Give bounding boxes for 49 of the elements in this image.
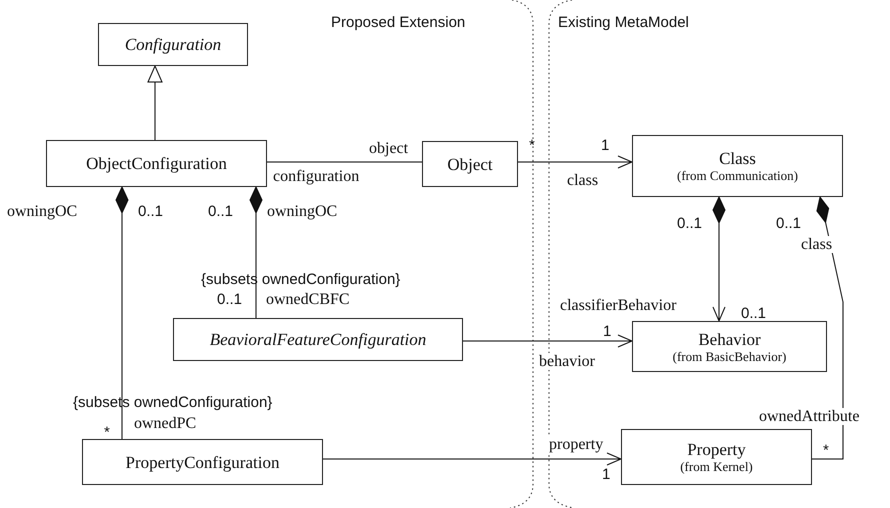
class-name: BeavioralFeatureConfiguration	[210, 330, 426, 349]
role-name: owningOC	[6, 203, 78, 220]
class-name: ObjectConfiguration	[86, 154, 227, 173]
class-name: Behavior	[698, 330, 761, 348]
association-arrow	[518, 156, 632, 168]
multiplicity: 0..1	[676, 215, 704, 232]
class-box	[632, 135, 843, 197]
class-name: Property	[687, 440, 746, 459]
composition-line	[116, 186, 128, 440]
class-name: PropertyConfiguration	[126, 452, 280, 472]
class-box	[422, 141, 518, 187]
multiplicity: *	[528, 137, 536, 154]
class-box	[46, 140, 267, 187]
multiplicity: 0..1	[216, 291, 244, 308]
class-box	[621, 429, 812, 485]
composition-line	[812, 196, 844, 460]
class-name: Configuration	[124, 35, 222, 54]
multiplicity: 0..1	[775, 215, 802, 232]
role-name: behavior	[538, 353, 596, 370]
abstract-class-box	[173, 318, 463, 361]
class-name: Class	[719, 149, 756, 168]
multiplicity: 1	[601, 466, 612, 483]
composition-arrow	[712, 196, 726, 322]
package-note: (from BasicBehavior)	[672, 348, 786, 364]
abstract-class-box	[98, 23, 248, 66]
multiplicity: 0..1	[207, 203, 234, 220]
column-heading: Proposed Extension	[330, 14, 466, 31]
package-note: (from Communication)	[677, 168, 798, 183]
role-name: configuration	[272, 168, 360, 185]
class-box	[82, 439, 323, 485]
multiplicity: *	[103, 424, 111, 441]
class-box	[632, 321, 827, 372]
package-note: (from Kernel)	[680, 459, 753, 474]
role-name: class	[800, 236, 834, 253]
composition-line	[250, 186, 262, 318]
role-name: property	[548, 436, 604, 453]
role-name: owningOC	[266, 203, 338, 220]
multiplicity: 1	[600, 137, 610, 154]
generalization-arrow	[148, 66, 162, 140]
association-arrow	[322, 452, 622, 466]
multiplicity: 0..1	[137, 203, 164, 220]
role-name: ownedAttribute	[758, 408, 860, 425]
association-arrow	[462, 334, 632, 348]
column-heading: Existing MetaModel	[557, 14, 690, 31]
multiplicity: 1	[602, 323, 612, 340]
class-name: Object	[447, 154, 493, 174]
role-name: object	[368, 140, 410, 157]
multiplicity: *	[822, 442, 830, 459]
multiplicity: 0..1	[740, 305, 768, 322]
